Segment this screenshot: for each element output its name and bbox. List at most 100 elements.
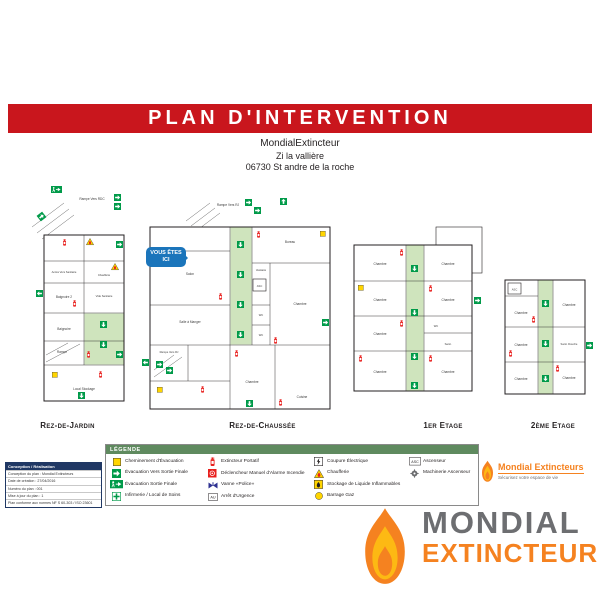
legend-item-label: Infirmerie / Local de Soins <box>125 493 181 499</box>
legend-item: Évacuation Vers Sortie Finale <box>110 468 206 478</box>
evacuation-arrow-icon <box>36 211 47 222</box>
evacuation-arrow-icon <box>114 203 121 210</box>
info-box-header: Conception / Réalisation <box>6 463 101 470</box>
room-label-chambre: Chambre <box>514 377 527 381</box>
boiler-room-icon <box>312 468 325 478</box>
alarm-call-point-icon <box>320 231 326 237</box>
room-label-salle-a-manger: Salle à Manger <box>179 320 201 324</box>
site-city: 06730 St andre de la roche <box>245 161 355 172</box>
flame-icon <box>365 508 405 584</box>
room-label-acces-sanitaire: Accès Vers Sanitaire <box>52 270 77 274</box>
emergency-stop-icon: AU <box>206 492 219 501</box>
room-label-chambre: Chambre <box>562 376 575 380</box>
room-label-bureau: Bureau <box>285 240 296 244</box>
evacuation-path-icon <box>110 457 123 466</box>
room-label-sanit-douche: Sanit. Douche <box>561 342 578 346</box>
legend-item: Évacuation Sortie Finale <box>110 480 206 489</box>
room-label-vestiaire: Vestiaire <box>256 268 267 272</box>
flame-icon <box>482 460 493 482</box>
evacuation-arrow-icon <box>474 297 481 304</box>
evacuation-arrow-icon <box>245 199 252 206</box>
flammable-storage-icon <box>52 372 58 378</box>
brand-name-line1: MONDIAL <box>422 505 581 540</box>
floor-label-rez-de-chaussee: Rez-de-Chaussée <box>229 421 296 430</box>
room-label-wc: WC <box>259 313 264 317</box>
legend-item-label: Cheminement d'Évacuation <box>125 458 184 464</box>
legend-item: Coupure Électrique <box>312 457 408 466</box>
room-label-wc: WC <box>259 333 264 337</box>
flammable-storage-icon <box>312 480 325 489</box>
ramp-hatching <box>45 342 81 363</box>
info-box-row: Numéro du plan : 001 <box>6 484 101 492</box>
extinguisher-icon <box>206 457 219 467</box>
site-name: MondialExtincteur <box>260 138 340 149</box>
room-label-chambre: Chambre <box>373 298 386 302</box>
legend-item: Déclencheur Manuel d'Alarme Incendie <box>206 469 312 478</box>
room-label-chambre: Chambre <box>562 303 575 307</box>
evacuation-arrow-icon <box>254 207 261 214</box>
evacuation-arrow-icon <box>586 342 593 349</box>
evacuation-arrow-icon <box>110 468 123 478</box>
design-info-box: Conception / Réalisation Conception du p… <box>5 462 102 508</box>
room-label-baignoire: Baignoire <box>57 327 71 331</box>
room-label-vide-sanitaire: Vide Sanitaire <box>96 294 113 298</box>
floor-plan-1er-etage: Terrasse Chambre Chambre Chambre Chambre… <box>353 226 483 392</box>
evacuation-arrow-icon <box>542 340 549 347</box>
room-label-salon: Salon <box>186 272 194 276</box>
evacuation-arrow-icon <box>411 309 418 316</box>
room-label-rampe: Rampe <box>57 350 68 354</box>
legend-column-3: Coupure Électrique Chaufferie Stockage d… <box>312 457 408 501</box>
elevator-label: ASC <box>257 284 263 288</box>
legend-item-label: Arrêt d'Urgence <box>221 493 255 499</box>
room-label-local-stockage: Local Stockage <box>73 387 95 391</box>
legend-item: Vanne «Police» <box>206 481 312 490</box>
legend-item: Extincteur Portatif <box>206 457 312 467</box>
room-label-chambre: Chambre <box>514 311 527 315</box>
info-box-row: Conception du plan : Mondial Extincteurs <box>6 470 101 477</box>
final-exit-icon <box>50 185 63 194</box>
floor-label-2eme-etage: 2ème Etage <box>530 421 576 430</box>
you-are-here-badge: VOUS ÊTES ICI <box>146 247 188 268</box>
evacuation-arrow-icon <box>246 400 253 407</box>
brand-name-small: Mondial Extincteurs <box>498 461 584 472</box>
evacuation-arrow-icon <box>116 241 123 248</box>
you-are-here-label: VOUS ÊTES ICI <box>150 250 182 264</box>
evacuation-arrow-icon <box>542 375 549 382</box>
legend: LÉGENDE Cheminement d'Évacuation Évacuat… <box>105 444 479 506</box>
final-exit-icon <box>110 480 123 489</box>
legend-item: AU Arrêt d'Urgence <box>206 492 312 501</box>
evacuation-arrow-icon <box>142 359 149 366</box>
gas-shutoff-icon <box>312 492 325 500</box>
first-aid-icon <box>110 491 123 501</box>
room-label-chambre: Chambre <box>441 262 454 266</box>
brand-tagline: Sécurisez votre espace de vie <box>498 473 584 480</box>
floor-label-rez-de-jardin: Rez-de-Jardin <box>40 421 95 430</box>
legend-item-label: Déclencheur Manuel d'Alarme Incendie <box>221 470 305 476</box>
evacuation-arrow-icon <box>411 265 418 272</box>
info-box-row: Mise à jour du plan : 1 <box>6 491 101 499</box>
room-label-chambre: Chambre <box>373 262 386 266</box>
evacuation-arrow-icon <box>237 331 244 338</box>
elevator-box: ASC <box>507 282 522 295</box>
legend-column-2: Extincteur Portatif Déclencheur Manuel d… <box>206 457 312 501</box>
legend-item-label: Vanne «Police» <box>221 482 255 488</box>
elevator-label: ASC <box>512 288 518 292</box>
floor-plan-2eme-etage: ASC Chambre Chambre Chambre Sanit. Douch… <box>504 279 593 395</box>
room-label-chambre: Chambre <box>441 370 454 374</box>
room-label-chaufferie: Chaufferie <box>98 273 111 277</box>
legend-item-label: Coupure Électrique <box>327 458 369 464</box>
floor-plan-rez-de-jardin: Rampe Vers RDC Chaufferie Accès Vers San… <box>31 185 125 402</box>
evacuation-arrow-icon <box>100 321 107 328</box>
legend-item-label: Évacuation Vers Sortie Finale <box>125 470 188 476</box>
legend-item-label: Chaufferie <box>327 470 350 476</box>
room-label-chambre: Chambre <box>373 370 386 374</box>
legend-item: Chaufferie <box>312 468 408 478</box>
evacuation-arrow-icon <box>166 367 173 374</box>
legend-title: LÉGENDE <box>106 445 478 454</box>
floor-plan-rez-de-chaussee: Rampe Vers RJ Bureau Salon ASC Vestiaire… <box>142 198 331 410</box>
legend-item: Stockage de Liquide Inflammables <box>312 480 408 489</box>
info-box-row: Plan conforme aux normes NF S 60-303 / I… <box>6 499 101 506</box>
room-label-baignoire-2: Baignoire 2 <box>56 295 72 299</box>
room-label-chambre: Chambre <box>373 332 386 336</box>
